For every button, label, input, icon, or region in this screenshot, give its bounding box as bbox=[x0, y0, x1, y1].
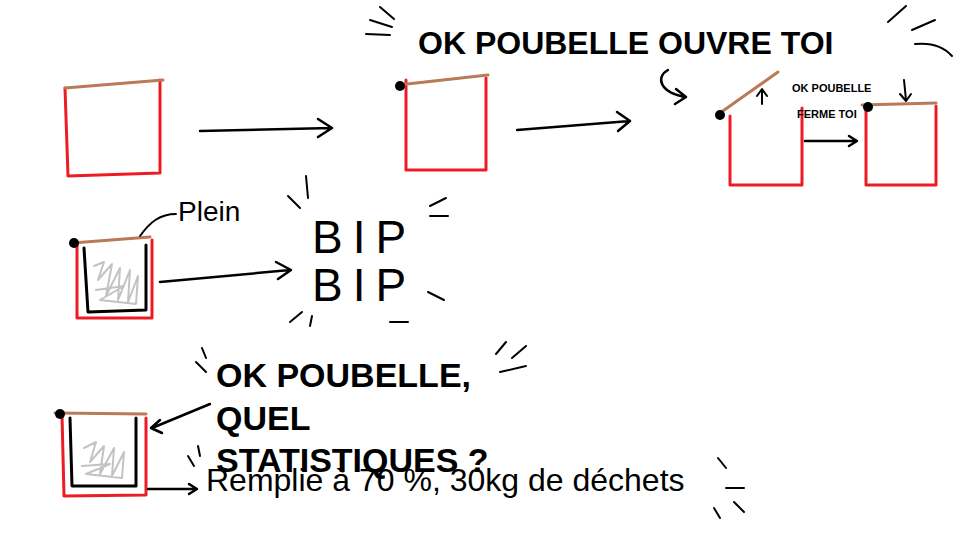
bin-body bbox=[866, 106, 936, 185]
flow-arrow bbox=[160, 262, 291, 282]
status-note: Plein bbox=[178, 196, 240, 228]
label-slot: BIP bbox=[312, 260, 416, 311]
wrap-spacer bbox=[475, 354, 599, 397]
label-slot: Remplie à 70 %, 30kg de déchets bbox=[206, 462, 685, 499]
up-arrow bbox=[757, 89, 767, 104]
voice-command: OK POUBELLE bbox=[792, 82, 871, 95]
bin-sensor bbox=[863, 102, 873, 112]
leader-arrow bbox=[151, 404, 210, 433]
bin-body bbox=[406, 78, 486, 170]
sound-marks bbox=[496, 342, 526, 372]
leader-line bbox=[140, 214, 176, 236]
bin-sensor bbox=[55, 409, 65, 419]
bin-body bbox=[62, 415, 146, 496]
label-slot: BIP bbox=[312, 212, 416, 263]
label-slot: FERME TOI bbox=[797, 108, 857, 121]
flow-arrow bbox=[805, 136, 857, 146]
curved-arrow bbox=[661, 70, 686, 104]
bin-body bbox=[65, 80, 160, 176]
bin-sensor bbox=[395, 81, 405, 91]
bin-lid bbox=[72, 237, 150, 243]
bin-bag bbox=[70, 418, 136, 486]
flow-arrow bbox=[200, 119, 332, 137]
label-slot: OK POUBELLE bbox=[792, 82, 871, 95]
sound-marks bbox=[714, 458, 744, 518]
bin-sensor bbox=[69, 238, 79, 248]
statistics-answer: Remplie à 70 %, 30kg de déchets bbox=[206, 462, 685, 499]
label-slot: Plein bbox=[178, 196, 240, 228]
sound-marks bbox=[288, 176, 448, 216]
flow-arrow bbox=[148, 484, 197, 494]
sound-marks bbox=[366, 7, 394, 35]
bin-sensor bbox=[715, 110, 725, 120]
bin-bag bbox=[84, 245, 146, 312]
beep-sound: BIP bbox=[312, 212, 416, 263]
bin-body bbox=[730, 108, 802, 185]
waste-scribble bbox=[94, 262, 138, 304]
beep-sound: BIP bbox=[312, 260, 416, 311]
label-slot: OK POUBELLE OUVRE TOI bbox=[418, 24, 833, 62]
bin-lid bbox=[398, 75, 488, 85]
bin-lid bbox=[862, 103, 936, 105]
bin-lid bbox=[65, 80, 163, 88]
down-arrow bbox=[900, 80, 911, 101]
waste-scribble bbox=[82, 442, 124, 478]
voice-command: OK POUBELLE OUVRE TOI bbox=[418, 24, 833, 62]
sound-marks bbox=[196, 348, 206, 372]
bin-lid bbox=[720, 72, 778, 113]
voice-command: FERME TOI bbox=[797, 108, 857, 121]
sound-marks bbox=[888, 6, 952, 56]
bin-body bbox=[77, 240, 152, 318]
flow-arrow bbox=[517, 112, 630, 131]
sound-marks bbox=[188, 446, 200, 466]
bin-lid bbox=[55, 413, 146, 414]
